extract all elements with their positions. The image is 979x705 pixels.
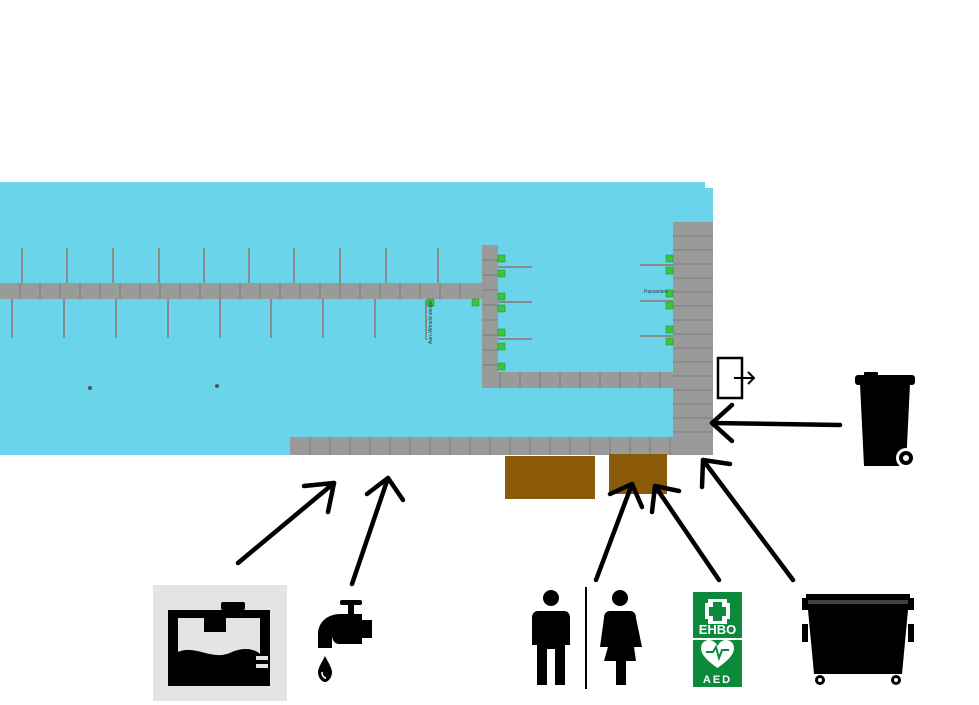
wheelie-bin-icon: [855, 372, 916, 468]
aed-label: AED: [703, 674, 732, 686]
berth-markers: [426, 254, 674, 371]
finger-piers-north: [21, 248, 439, 283]
water-tap-icon: [318, 600, 372, 682]
finger-piers-right: [640, 264, 673, 337]
toilets-male-female-icon: [532, 587, 642, 689]
finger-piers-middle: [498, 266, 532, 340]
main-pier: [0, 283, 484, 299]
right-vertical-pier: [673, 222, 713, 452]
chemical-toilet-disposal-icon: [168, 602, 270, 686]
harbor-building: [505, 456, 595, 499]
mooring-buoy: [215, 384, 219, 388]
inner-horizontal-pier: [482, 372, 674, 388]
first-aid-aed-icon: EHBO AED: [693, 592, 742, 687]
finger-piers-south: [11, 299, 376, 338]
arrows: [235, 402, 843, 587]
registration-jetty: [425, 300, 427, 340]
water-basin: [0, 182, 713, 455]
mooring-buoy: [88, 386, 92, 390]
exit-icon: [716, 356, 756, 400]
visitors-label: Passanten: [644, 289, 668, 295]
middle-vertical-pier: [482, 245, 498, 388]
first-aid-label: EHBO: [699, 622, 737, 637]
bottom-quay-pier: [290, 437, 713, 455]
waste-container-icon: [802, 594, 914, 685]
registration-jetty-label: Aan-/Afmeld steiger: [428, 300, 434, 344]
